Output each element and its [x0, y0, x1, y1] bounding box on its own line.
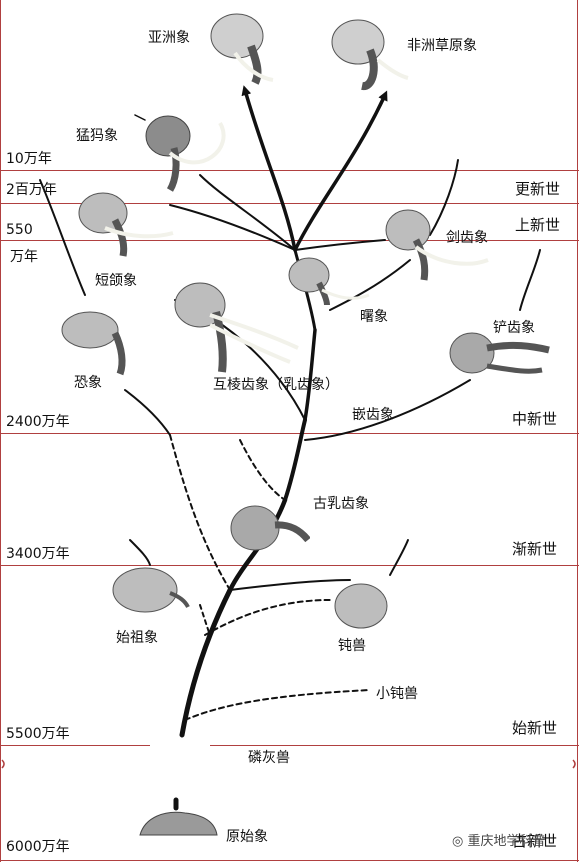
boundary-line [0, 565, 579, 566]
asian-elephant-head [210, 13, 274, 85]
boundary-line [0, 860, 579, 861]
branch-arsinoitherium-upper [389, 539, 409, 576]
branch-short-jaw [169, 204, 296, 251]
stegodon-head [288, 257, 370, 306]
frame-right [577, 0, 578, 862]
boundary-line [0, 433, 579, 434]
boundary-line [0, 170, 579, 171]
deinotherium-head [61, 311, 126, 376]
time-label: 10万年 [6, 151, 52, 167]
epoch-label: 中新世 [512, 410, 558, 428]
label-sabre-tooth: 剑齿象 [446, 230, 488, 246]
time-label: 2百万年 [6, 182, 57, 198]
frame-left [0, 0, 1, 862]
arrow-asian-elephant [241, 85, 297, 252]
short-jaw-head [78, 192, 174, 257]
branch-deinotherium [124, 389, 171, 436]
break-mark-left [1, 759, 5, 769]
eritherium-skull [139, 811, 218, 836]
label-short-jaw: 短颌象 [95, 273, 137, 289]
watermark: ◎ 重庆地学科普 [452, 830, 546, 849]
time-label: 2400万年 [6, 414, 70, 430]
label-arsinoitherium: 钝兽 [338, 638, 366, 654]
trunk-branch [303, 328, 317, 422]
epoch-label: 更新世 [515, 180, 561, 198]
moeritherium-head [112, 567, 190, 613]
label-gomphothere: 互棱齿象（乳齿象） [213, 377, 339, 393]
label-stegodon: 曙象 [360, 309, 388, 325]
epoch-label: 始新世 [512, 719, 558, 737]
dashed-link [199, 604, 211, 636]
time-label: 6000万年 [6, 839, 70, 855]
label-small-arsinoitherium: 小钝兽 [376, 686, 418, 702]
palaeomastodon-head [230, 505, 310, 551]
label-deinotherium: 恐象 [74, 375, 102, 391]
african-elephant-head [331, 19, 409, 91]
label-phosphatherium: 磷灰兽 [248, 750, 290, 766]
label-moeritherium: 始祖象 [116, 630, 158, 646]
time-label: 万年 [10, 249, 38, 265]
arrow-african-elephant [293, 90, 388, 252]
trunk-branch [283, 418, 307, 502]
time-label: 5500万年 [6, 726, 70, 742]
dashed-link [184, 689, 371, 721]
gomphothere-head [174, 282, 299, 373]
arsinoitherium-head [334, 583, 388, 629]
label-asian-elephant: 亚洲象 [148, 30, 190, 46]
boundary-line [0, 203, 579, 204]
label-mastodon-branch: 嵌齿象 [352, 407, 394, 423]
branch-shovel [304, 379, 471, 441]
break-mark-right [572, 759, 576, 769]
boundary-line [0, 240, 579, 241]
sabre-tooth-head [385, 209, 489, 281]
branch-stegodon [329, 259, 411, 311]
label-shovel-tusker: 铲齿象 [493, 320, 535, 336]
shovel-tusker-head [449, 332, 550, 374]
branch-sabre [294, 239, 386, 251]
label-mammoth: 猛犸象 [76, 128, 118, 144]
boundary-line [0, 745, 579, 746]
branch-arsinoitherium [229, 579, 351, 591]
epoch-label: 渐新世 [512, 540, 558, 558]
branch-mammoth [199, 174, 296, 251]
dashed-link [204, 599, 331, 636]
time-label: 3400万年 [6, 546, 70, 562]
time-label: 550 [6, 222, 33, 238]
mammoth-head [145, 115, 226, 192]
epoch-label: 古新世 [512, 832, 558, 850]
watermark-text: 重庆地学科普 [467, 834, 546, 849]
branch-deinotherium-upper [39, 179, 86, 296]
dashed-link [239, 439, 286, 501]
branch-shovel-upper [519, 249, 541, 311]
label-palaeomastodon: 古乳齿象 [313, 496, 369, 512]
dashed-link [169, 434, 231, 591]
wechat-icon: ◎ [452, 834, 464, 849]
label-eritherium: 原始象 [226, 829, 268, 845]
branch-sabre-upper [429, 159, 459, 236]
label-african-elephant: 非洲草原象 [407, 38, 477, 54]
epoch-label: 上新世 [515, 216, 561, 234]
branch-moeritherium [129, 539, 151, 566]
mammoth-tick [134, 114, 146, 121]
